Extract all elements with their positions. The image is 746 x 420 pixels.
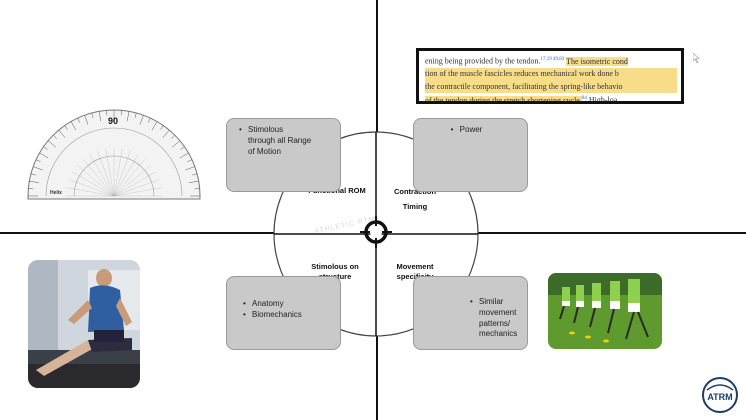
protractor-ray (113, 171, 156, 197)
excerpt-ref1: 17,19 49,83 (540, 57, 565, 62)
protractor-tick (188, 180, 199, 184)
football-training-photo (548, 273, 662, 349)
excerpt-line4-highlight: of the tendon during the stretch shorten… (425, 95, 582, 104)
protractor-tick (39, 152, 49, 159)
protractor-tick (151, 121, 158, 131)
protractor-tick (84, 115, 89, 125)
protractor-ray (113, 159, 145, 197)
bullet-item: Power (451, 125, 483, 136)
protractor-ray (105, 148, 115, 197)
protractor-tick (77, 117, 80, 123)
protractor-tick (53, 135, 57, 139)
protractor-brand: Helix (50, 190, 62, 196)
protractor-tick (172, 140, 181, 148)
protractor-image: 90 Helix (27, 109, 201, 200)
protractor-ray (113, 148, 123, 197)
protractor-ray (113, 154, 139, 197)
protractor-ray (113, 179, 160, 197)
protractor-tick (187, 159, 193, 162)
box-power: Power (413, 118, 528, 192)
protractor-ray (68, 179, 115, 197)
protractor-ray (72, 171, 115, 197)
protractor-tick (91, 112, 94, 118)
protractor-tick (43, 146, 48, 150)
box-similar-movement: Similar movement patterns/ mechanics (413, 276, 528, 350)
protractor-tick (171, 135, 175, 139)
bullet-item: Stimolous through all Range of Motion (239, 125, 312, 157)
box-anatomy: Anatomy Biomechanics (226, 276, 341, 350)
protractor-top-value: 90 (108, 116, 118, 126)
protractor-tick (192, 173, 198, 176)
label-contraction-timing: Contraction Timing (393, 187, 437, 211)
protractor-tick (64, 125, 68, 130)
protractor-ray (113, 150, 131, 197)
protractor-tick (160, 125, 164, 130)
protractor-tick (162, 129, 170, 138)
logo-text: ATRM (707, 392, 732, 402)
protractor-tick (134, 112, 137, 118)
protractor-tick (47, 140, 56, 148)
protractor-tick (70, 121, 77, 131)
atrm-logo: ATRM (701, 376, 739, 414)
excerpt-line4-end: High-loa (588, 95, 618, 104)
protractor-ray (77, 165, 115, 197)
protractor-tick (126, 111, 130, 122)
excerpt-line1: ening being provided by the tendon. (425, 56, 541, 66)
excerpt-ref2: 84 (581, 96, 587, 102)
protractor-tick (58, 129, 66, 138)
text-excerpt: ening being provided by the tendon.17,19… (416, 48, 684, 104)
protractor-ray (97, 150, 115, 197)
protractor-ray (113, 165, 151, 197)
protractor-tick (179, 152, 189, 159)
excerpt-line3: the contractile component, facilitating … (425, 80, 677, 94)
cursor-icon (693, 53, 700, 63)
bullet-item: Biomechanics (243, 310, 332, 321)
protractor-ray (113, 187, 162, 197)
protractor-tick (35, 159, 41, 162)
protractor-ray (83, 159, 115, 197)
protractor-tick (148, 117, 151, 123)
stretching-photo (28, 260, 140, 388)
protractor-ray (89, 154, 115, 197)
excerpt-line2: tion of the muscle fascicles reduces mec… (425, 68, 677, 81)
bullet-item: Anatomy (243, 299, 332, 310)
protractor-tick (139, 115, 144, 125)
protractor-tick (30, 173, 36, 176)
crosshair-icon (360, 216, 392, 248)
protractor-tick (180, 146, 185, 150)
bullet-item: Similar movement patterns/ mechanics (470, 297, 525, 340)
protractor-ray (66, 187, 115, 197)
excerpt-line1-highlight: The isometric cond (566, 56, 628, 66)
protractor-tick (185, 166, 195, 171)
protractor-tick (98, 111, 102, 122)
label-movement-specificity: Movement specificity (396, 262, 434, 281)
protractor-tick (29, 180, 40, 184)
protractor-tick (33, 166, 43, 171)
box-range-of-motion: Stimolous through all Range of Motion (226, 118, 341, 192)
